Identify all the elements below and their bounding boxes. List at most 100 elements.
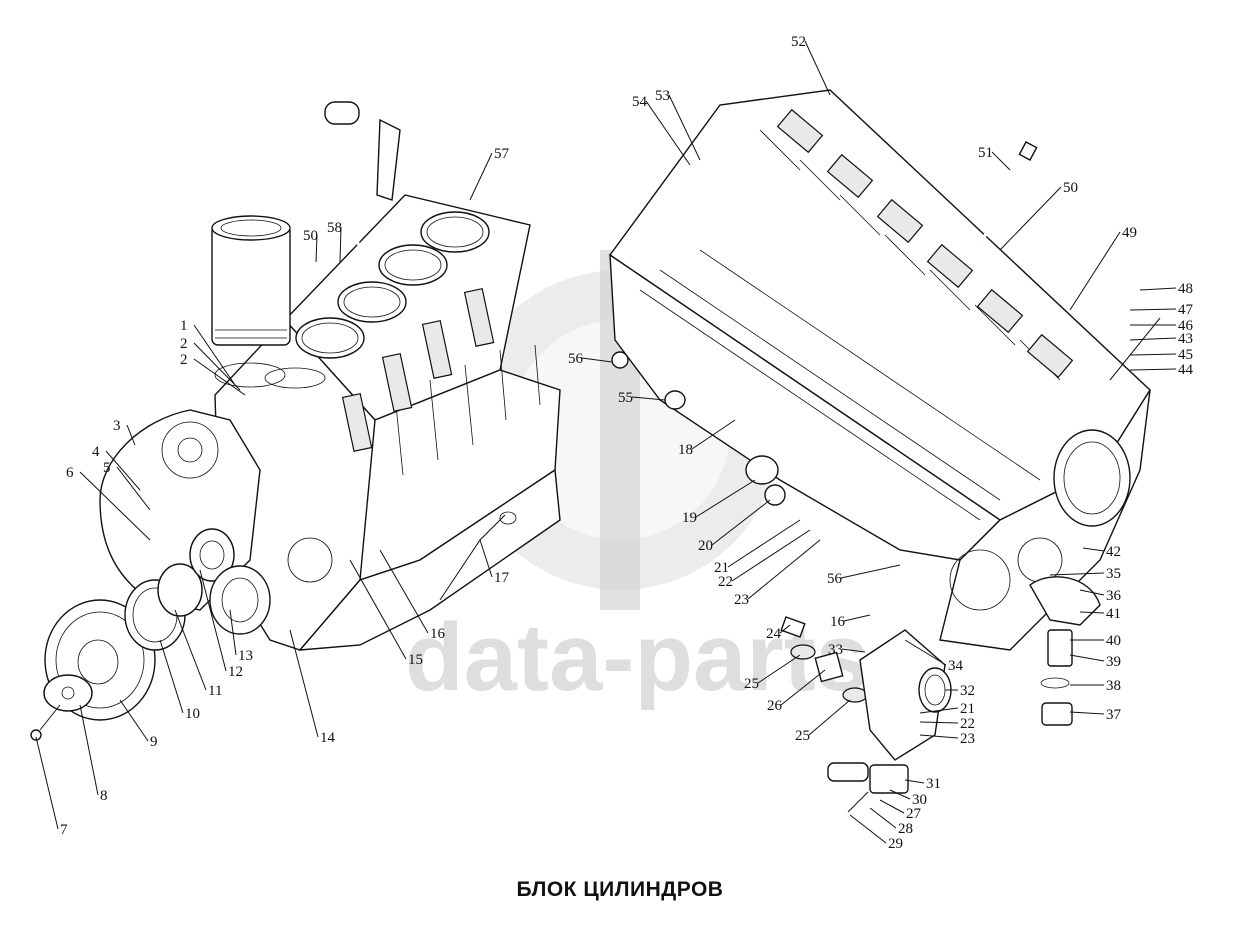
leader-line	[174, 609, 207, 691]
leader-line	[126, 424, 136, 446]
callout-number: 58	[327, 220, 342, 236]
callout-number: 50	[1063, 180, 1078, 196]
leader-line	[808, 699, 851, 736]
callout-number: 24	[766, 626, 782, 642]
leader-line	[469, 152, 493, 201]
callout-number: 25	[795, 728, 810, 744]
leader-line	[804, 40, 831, 96]
leader-line	[731, 529, 811, 582]
leader-line	[840, 564, 901, 579]
callout-number: 16	[830, 614, 846, 630]
leader-line	[479, 539, 493, 578]
callout-number: 52	[791, 34, 806, 50]
leader-line	[991, 151, 1011, 171]
callout-number: 23	[734, 592, 749, 608]
leader-line	[999, 186, 1062, 251]
callout-number: 54	[632, 94, 648, 110]
leader-line	[379, 549, 429, 634]
callout-number: 32	[960, 683, 975, 699]
callout-number: 46	[1178, 318, 1194, 334]
leader-line	[1069, 711, 1105, 715]
leader-line	[1079, 611, 1105, 614]
callout-number: 14	[320, 730, 336, 746]
leader-line	[1082, 547, 1105, 552]
callout-number: 38	[1106, 678, 1121, 694]
callout-number: 11	[208, 683, 222, 699]
callout-number: 22	[960, 716, 975, 732]
leader-line	[193, 358, 246, 396]
callout-number: 44	[1178, 362, 1194, 378]
callout-number: 2	[180, 336, 188, 352]
callout-number: 31	[926, 776, 941, 792]
leader-line	[849, 814, 887, 844]
callout-number: 56	[827, 571, 843, 587]
leader-line	[843, 614, 871, 622]
callout-number: 13	[238, 648, 253, 664]
callout-number: 5	[103, 460, 111, 476]
leader-line	[904, 639, 947, 666]
leader-line	[711, 499, 771, 546]
callout-number: 20	[698, 538, 713, 554]
leader-line	[1079, 589, 1105, 596]
diagram-title: БЛОК ЦИЛИНДРОВ	[516, 878, 724, 901]
leader-line	[1129, 353, 1177, 356]
leader-line	[1139, 287, 1177, 291]
leader-line	[289, 629, 319, 738]
callout-number: 16	[430, 626, 446, 642]
callout-number: 49	[1122, 225, 1137, 241]
right-cylinder-block	[609, 89, 1161, 813]
leader-line	[581, 357, 613, 363]
leader-line	[199, 569, 227, 672]
leader-line	[695, 479, 756, 518]
callout-number: 15	[408, 652, 423, 668]
callout-number: 2	[180, 352, 188, 368]
callout-number: 23	[960, 731, 975, 747]
callout-number: 7	[60, 822, 68, 838]
leader-line	[691, 419, 736, 450]
callout-number: 33	[828, 642, 843, 658]
callout-number: 30	[912, 792, 927, 808]
callout-number: 51	[978, 145, 993, 161]
leader-line	[779, 624, 791, 634]
left-cylinder-block	[30, 101, 561, 741]
leader-line	[339, 226, 342, 263]
leader-line	[1129, 368, 1177, 371]
leader-line	[193, 342, 241, 391]
callout-number: 55	[618, 390, 633, 406]
leader-lines	[35, 40, 1177, 844]
leader-line	[904, 779, 925, 784]
leader-line	[315, 234, 318, 263]
callout-number: 35	[1106, 566, 1121, 582]
leader-line	[879, 799, 905, 814]
callout-number: 21	[714, 560, 729, 576]
leader-line	[919, 721, 959, 724]
leader-line	[79, 704, 99, 796]
leader-line	[869, 807, 897, 829]
leader-line	[919, 734, 959, 739]
leader-line	[889, 789, 911, 800]
leader-line	[645, 100, 691, 166]
callout-number: 36	[1106, 588, 1122, 604]
callout-number: 47	[1178, 302, 1194, 318]
leader-line	[1049, 572, 1105, 576]
leader-line	[1129, 308, 1177, 311]
callout-number: 56	[568, 351, 584, 367]
leader-line	[159, 639, 184, 714]
callout-number: 21	[960, 701, 975, 717]
leader-line	[631, 396, 666, 401]
callout-number: 45	[1178, 347, 1193, 363]
callout-number: 3	[113, 418, 121, 434]
leader-line	[747, 539, 821, 600]
callout-number: 17	[494, 570, 510, 586]
leader-line	[116, 466, 151, 511]
callout-number: 22	[718, 574, 733, 590]
leader-line	[349, 559, 407, 660]
callout-number: 18	[678, 442, 693, 458]
callout-number: 42	[1106, 544, 1121, 560]
callout-number: 28	[898, 821, 913, 837]
callout-number: 43	[1178, 331, 1193, 347]
leader-line	[1069, 654, 1105, 662]
leader-line	[919, 707, 959, 714]
leader-line	[119, 699, 149, 742]
